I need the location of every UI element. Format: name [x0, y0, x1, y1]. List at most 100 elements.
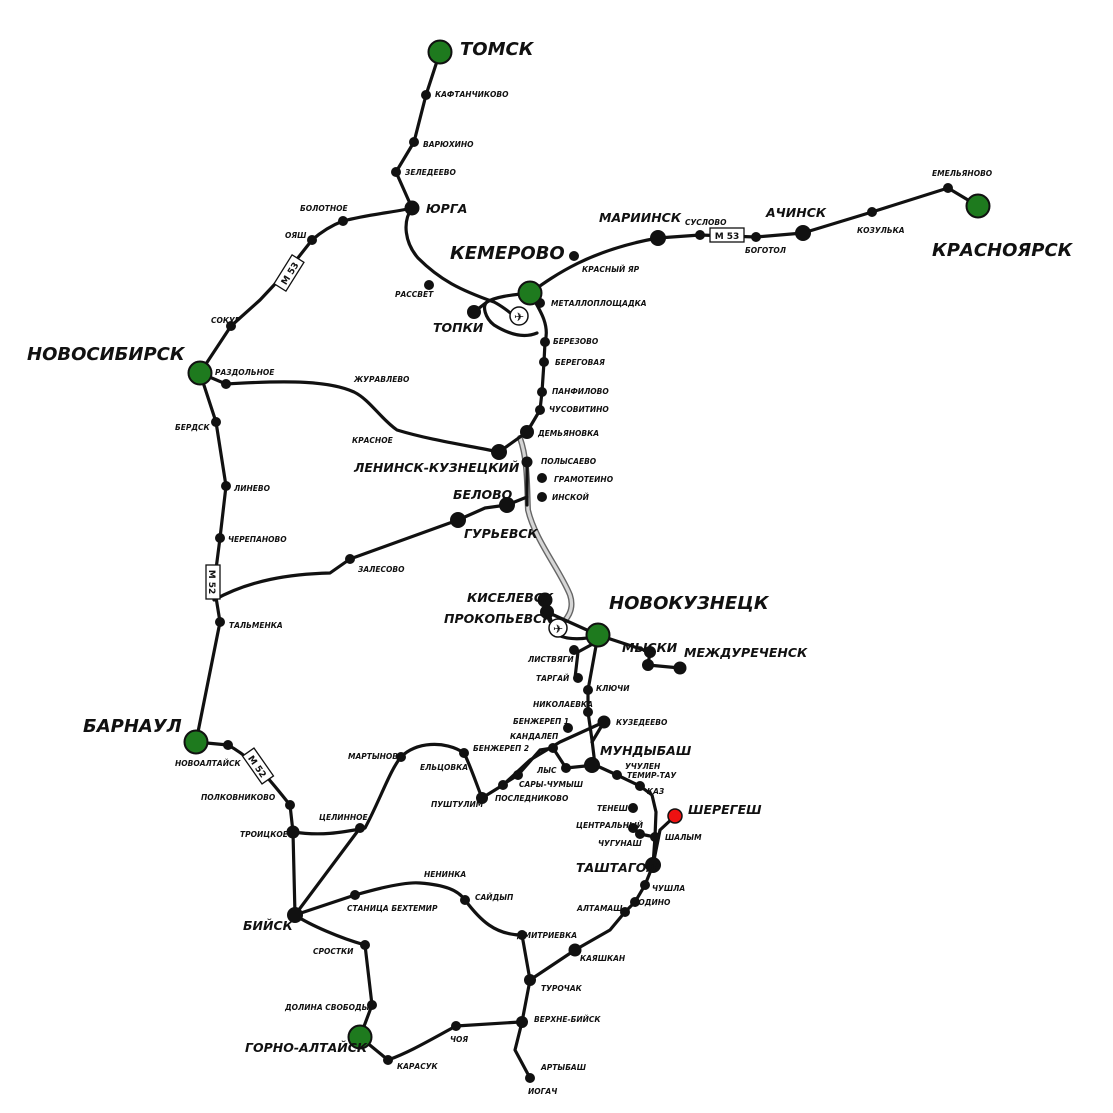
village-label: СТАНИЦА БЕХТЕМИР: [347, 904, 438, 913]
village-label: КРАСНЫЙ ЯР: [582, 265, 640, 274]
village-label: КЛЮЧИ: [596, 684, 630, 693]
village-label: ПАНФИЛОВО: [552, 387, 609, 396]
village-label: ТЕМИР-ТАУ: [627, 771, 678, 780]
svg-text:✈: ✈: [514, 310, 524, 324]
city-label-novokuznetsk: НОВОКУЗНЕЦК: [609, 593, 770, 614]
town-label: ЮРГА: [426, 201, 467, 216]
village-label: ЗЕЛЕДЕЕВО: [405, 168, 456, 177]
village-label: АРТЫБАШ: [540, 1063, 587, 1072]
village-label: ЧОЯ: [450, 1035, 468, 1044]
town-label: АЧИНСК: [765, 205, 827, 220]
village-label: ДОЛИНА СВОБОДЫ: [284, 1003, 370, 1012]
village-label: БЕРДСК: [175, 423, 211, 432]
town-label: БЕЛОВО: [453, 487, 513, 502]
village-label: КАРАСУК: [397, 1062, 439, 1071]
city-label-gorno-altaysk: ГОРНО-АЛТАЙСК: [245, 1040, 368, 1055]
village-label: БЕНЖЕРЕП 1: [513, 717, 569, 726]
village-label: ЮДИНО: [636, 898, 671, 907]
village-label: ПУШТУЛИМ: [431, 800, 484, 809]
village-label: ПОЛКОВНИКОВО: [201, 793, 276, 802]
village-label: МАРТЫНОВО: [348, 752, 405, 761]
town-label: ТОПКИ: [433, 320, 484, 335]
town-label: БИЙСК: [243, 918, 294, 933]
village-label: НИКОЛАЕВКА: [533, 700, 593, 709]
destination-marker: [667, 808, 683, 824]
village-label: РАЗДОЛЬНОЕ: [215, 368, 275, 377]
village-label: ЦЕЛИННОЕ: [319, 813, 369, 822]
village-label: ЗАЛЕСОВО: [358, 565, 405, 574]
village-label: ТАРГАЙ: [536, 674, 570, 683]
village-label: ЛЫС: [536, 766, 557, 775]
village-label: ШАЛЫМ: [665, 833, 702, 842]
village-label: ЛИСТВЯГИ: [527, 655, 574, 664]
city-label-krasnoyarsk: КРАСНОЯРСК: [932, 240, 1074, 261]
village-label: ЧЕРЕПАНОВО: [228, 535, 287, 544]
village-label: КАЗ: [647, 787, 665, 796]
village-label: ТАЛЬМЕНКА: [229, 621, 283, 630]
village-label: ПОСЛЕДНИКОВО: [495, 794, 569, 803]
town-label: МУНДЫБАШ: [600, 743, 692, 758]
village-label: ВАРЮХИНО: [423, 140, 474, 149]
village-label: БЕРЕГОВАЯ: [555, 358, 605, 367]
village-label: ЕМЕЛЬЯНОВО: [932, 169, 993, 178]
town-label: КИСЕЛЕВСК: [467, 590, 554, 605]
village-label: ТЕНЕШ: [597, 804, 629, 813]
city-label-kemerovo: КЕМЕРОВО: [450, 243, 565, 264]
village-label: ЧУШЛА: [652, 884, 685, 893]
village-label: СОКУР: [211, 316, 241, 325]
town-label: ШЕРЕГЕШ: [688, 802, 762, 817]
village-label: ЦЕНТРАЛЬНЫЙ: [576, 821, 644, 830]
village-label: ЧУГУНАШ: [598, 839, 642, 848]
village-label: УЧУЛЕН: [625, 762, 661, 771]
svg-text:M 52: M 52: [206, 570, 216, 595]
airport-icon: ✈: [509, 306, 529, 326]
town-label: МАРИИНСК: [599, 210, 682, 225]
town-label: МЫСКИ: [622, 640, 678, 655]
village-label: САРЫ-ЧУМЫШ: [519, 780, 584, 789]
village-label: НЕНИНКА: [424, 870, 466, 879]
town-markers: [286, 200, 811, 1028]
village-label: СУСЛОВО: [685, 218, 727, 227]
airport-icon: ✈: [548, 618, 568, 638]
village-label: ЛИНЕВО: [233, 484, 271, 493]
village-label: ИОГАЧ: [528, 1087, 557, 1096]
svg-text:✈: ✈: [553, 622, 563, 636]
town-label: ПРОКОПЬЕВСК: [444, 611, 553, 626]
major-city-labels: ТОМСК КЕМЕРОВО КРАСНОЯРСК НОВОСИБИРСК НО…: [27, 39, 1074, 1055]
village-label: РАССВЕТ: [395, 290, 434, 299]
village-label: ПОЛЫСАЕВО: [541, 457, 597, 466]
village-label: ЖУРАВЛЕВО: [353, 375, 410, 384]
village-label: БЕНЖЕРЕП 2: [473, 744, 529, 753]
village-label: ДМИТРИЕВКА: [516, 931, 577, 940]
village-label: АЛТАМАШ: [576, 904, 623, 913]
svg-text:M 53: M 53: [715, 232, 740, 242]
village-label: САЙДЫП: [475, 893, 514, 902]
town-label: ТАШТАГОЛ: [576, 860, 657, 875]
village-label: ОЯШ: [285, 231, 307, 240]
village-label: КРАСНОЕ: [352, 436, 394, 445]
highway-sign-m52: M 52: [241, 747, 275, 785]
town-labels: ЮРГА МАРИИНСК АЧИНСК ТОПКИ ЛЕНИНСК-КУЗНЕ…: [243, 201, 827, 933]
village-label: БОЛОТНОЕ: [300, 204, 348, 213]
village-label: ТУРОЧАК: [541, 984, 583, 993]
highway-sign-m52: M 52: [205, 564, 221, 600]
village-label: КУЗЕДЕЕВО: [616, 718, 668, 727]
highway-sign-m53: M 53: [709, 227, 745, 243]
village-label: НОВОАЛТАЙСК: [175, 759, 241, 768]
town-label: ГУРЬЕВСК: [464, 526, 539, 541]
village-label: ЕЛЬЦОВКА: [420, 763, 468, 772]
city-label-novosibirsk: НОВОСИБИРСК: [27, 344, 186, 365]
city-label-barnaul: БАРНАУЛ: [83, 716, 182, 737]
village-label: КАНДАЛЕП: [510, 732, 559, 741]
village-markers: [211, 90, 953, 1083]
village-label: КАЯШКАН: [580, 954, 626, 963]
highway-sign-m53: M 53: [273, 253, 305, 293]
village-label: ДЕМЬЯНОВКА: [537, 429, 599, 438]
city-label-tomsk: ТОМСК: [460, 39, 535, 60]
village-labels: КАФТАНЧИКОВО ВАРЮХИНО ЗЕЛЕДЕЕВО БОЛОТНОЕ…: [175, 90, 993, 1096]
major-city-markers: [183, 39, 991, 1050]
village-label: ИНСКОЙ: [552, 493, 590, 502]
village-label: БОГОТОЛ: [745, 246, 787, 255]
village-label: ТРОИЦКОЕ: [240, 830, 289, 839]
